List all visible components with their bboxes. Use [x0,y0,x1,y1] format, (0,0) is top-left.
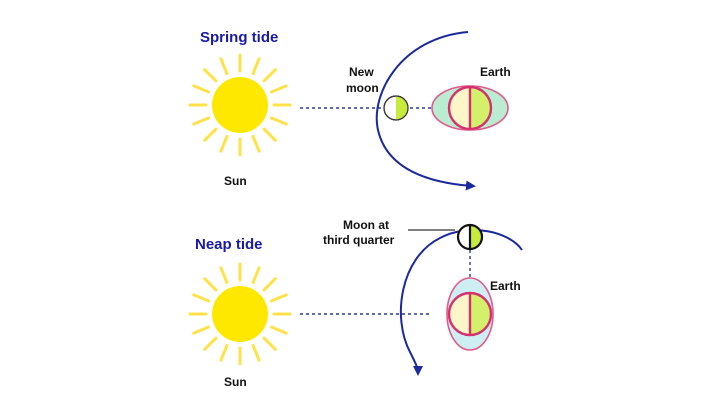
neap-tide-panel: Neap tide Sun Moon at third quarter [188,218,523,389]
sun-ray [251,134,261,153]
spring-sun-icon [188,53,292,157]
sun-ray [192,293,211,303]
neap-moon-label-line1: Moon at [343,218,389,232]
sun-ray [219,134,229,153]
spring-moon-label-line1: New [349,65,374,79]
sun-ray [269,325,288,335]
sun-ray [203,336,218,351]
spring-moon-label-line2: moon [346,81,379,95]
neap-tide-title: Neap tide [195,236,263,253]
neap-sun-disk [212,286,268,342]
sun-ray [269,293,288,303]
sun-ray [192,84,211,94]
spring-moon-orbit [375,31,476,191]
sun-ray [203,127,218,142]
spring-tide-title: Spring tide [200,29,278,46]
sun-ray [192,325,211,335]
sun-ray [269,116,288,126]
sun-ray [251,266,261,285]
spring-earth-icon [431,85,509,131]
sun-ray [251,343,261,362]
neap-sun-rays [188,262,292,366]
spring-sun-label: Sun [224,174,247,188]
spring-tide-panel: Spring tide Sun New moon Earth [188,29,511,191]
sun-ray [269,84,288,94]
neap-earth-label: Earth [490,279,521,293]
sun-ray [251,57,261,76]
sun-ray [203,68,218,83]
sun-ray [219,266,229,285]
neap-sun-label: Sun [224,375,247,389]
spring-earth-label: Earth [480,65,511,79]
sun-ray [219,57,229,76]
spring-sun-disk [212,77,268,133]
neap-third-quarter-moon-icon [456,223,484,251]
sun-ray [262,68,277,83]
sun-ray [262,277,277,292]
neap-moon-orbit [399,229,523,376]
neap-moon-label-line2: third quarter [323,233,395,247]
sun-ray [192,116,211,126]
sun-ray [262,336,277,351]
spring-sun-rays [188,53,292,157]
neap-sun-icon [188,262,292,366]
spring-new-moon-icon [383,95,409,121]
sun-ray [203,277,218,292]
sun-ray [219,343,229,362]
neap-earth-icon [446,277,494,351]
sun-ray [262,127,277,142]
